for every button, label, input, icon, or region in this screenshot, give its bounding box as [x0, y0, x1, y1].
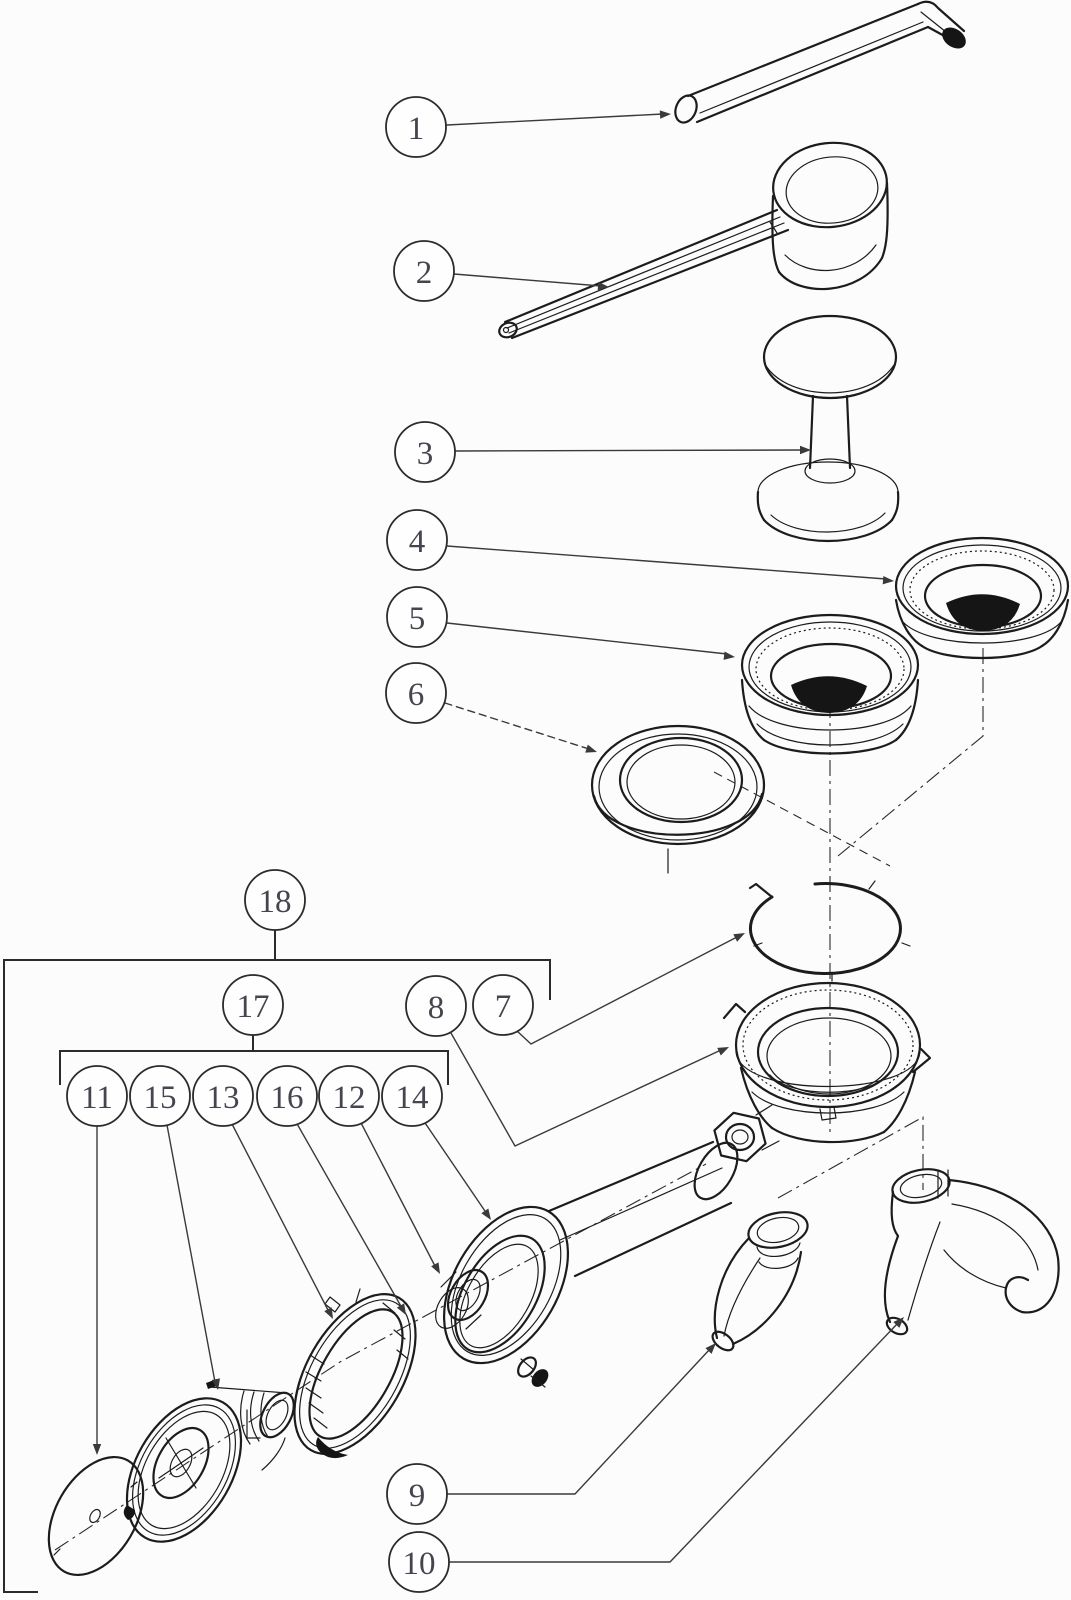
callout-13: 13: [192, 1065, 254, 1127]
leader-1: [446, 110, 671, 126]
leader-16: [295, 1121, 406, 1315]
leader-14: [420, 1116, 491, 1220]
leader-15: [166, 1124, 221, 1390]
bracket-18: [3, 959, 551, 1593]
part-insert-bushing: [435, 1269, 490, 1330]
part-spring-clip: [748, 880, 911, 982]
axis-valve-parts: [54, 1163, 707, 1551]
leader-lines: [92, 110, 904, 1563]
leader-11: [92, 1125, 102, 1455]
group-brackets: [3, 930, 551, 1593]
callout-18: 18: [244, 869, 306, 931]
leader-13: [231, 1123, 333, 1319]
svg-text:13: 13: [207, 1080, 240, 1116]
leader-5: [446, 622, 735, 660]
svg-text:6: 6: [408, 677, 425, 713]
callout-4: 4: [386, 509, 448, 571]
part-screw: [517, 1356, 549, 1388]
svg-text:17: 17: [237, 989, 270, 1025]
svg-text:1: 1: [408, 111, 425, 147]
leader-8: [446, 1025, 729, 1147]
svg-text:12: 12: [333, 1080, 366, 1116]
part-adapter-ring: [590, 724, 766, 846]
callout-9: 9: [386, 1463, 448, 1525]
construction-lines: [54, 648, 984, 1551]
svg-text:2: 2: [416, 255, 433, 291]
svg-text:15: 15: [144, 1080, 177, 1116]
leader-10: [448, 1317, 904, 1563]
svg-text:9: 9: [409, 1478, 426, 1514]
callout-8: 8: [405, 975, 467, 1037]
callout-10: 10: [388, 1531, 450, 1593]
leader-3: [454, 445, 811, 455]
callout-17: 17: [222, 974, 284, 1036]
callouts: 1 2 3 4 5 6 7 8 9 10 11: [66, 96, 534, 1593]
part-notched-plate: [293, 1288, 417, 1459]
callout-1: 1: [385, 96, 447, 158]
part-portafilter-body: [713, 981, 932, 1163]
part-filter-basket-b: [740, 613, 920, 755]
part-spout-single: [711, 1211, 809, 1352]
hex-key-tip: [942, 27, 966, 49]
svg-text:8: 8: [428, 990, 445, 1026]
svg-text:10: 10: [403, 1546, 436, 1582]
callout-16: 16: [256, 1065, 318, 1127]
part-scoop: [498, 141, 889, 340]
axis-basket-4: [837, 648, 984, 857]
callout-15: 15: [129, 1065, 191, 1127]
callout-7: 7: [472, 974, 534, 1036]
basket-hole: [791, 676, 867, 713]
leader-9: [446, 1343, 716, 1495]
callout-2: 2: [393, 240, 455, 302]
part-hex-key: [674, 0, 966, 124]
part-handle-funnel: [442, 1140, 739, 1365]
leader-7: [516, 933, 745, 1045]
axis-spout: [777, 1116, 924, 1199]
callout-3: 3: [394, 421, 456, 483]
part-spout-deflector: [883, 1168, 1060, 1336]
callout-6: 6: [385, 662, 447, 724]
basket-hole: [946, 594, 1020, 631]
svg-text:18: 18: [259, 884, 292, 920]
part-filter-basket-a: [894, 536, 1070, 660]
leader-4: [446, 545, 894, 585]
callout-12: 12: [318, 1065, 380, 1127]
svg-text:3: 3: [417, 436, 434, 472]
leader-12: [358, 1118, 440, 1274]
part-valve-cap: [123, 1379, 295, 1543]
svg-text:5: 5: [409, 601, 426, 637]
svg-text:11: 11: [81, 1080, 113, 1116]
callout-14: 14: [381, 1065, 443, 1127]
svg-text:7: 7: [495, 989, 512, 1025]
svg-text:16: 16: [271, 1080, 304, 1116]
portafilter-outlet: [713, 1104, 780, 1163]
axis-adapter-ring: [713, 771, 891, 867]
part-membrane-disc: [47, 1455, 145, 1577]
leader-2: [453, 273, 609, 291]
part-tamper: [756, 314, 900, 542]
callout-11: 11: [66, 1065, 128, 1127]
callout-5: 5: [386, 586, 448, 648]
svg-text:14: 14: [396, 1080, 429, 1116]
svg-text:4: 4: [409, 524, 426, 560]
leader-6: [444, 702, 597, 753]
